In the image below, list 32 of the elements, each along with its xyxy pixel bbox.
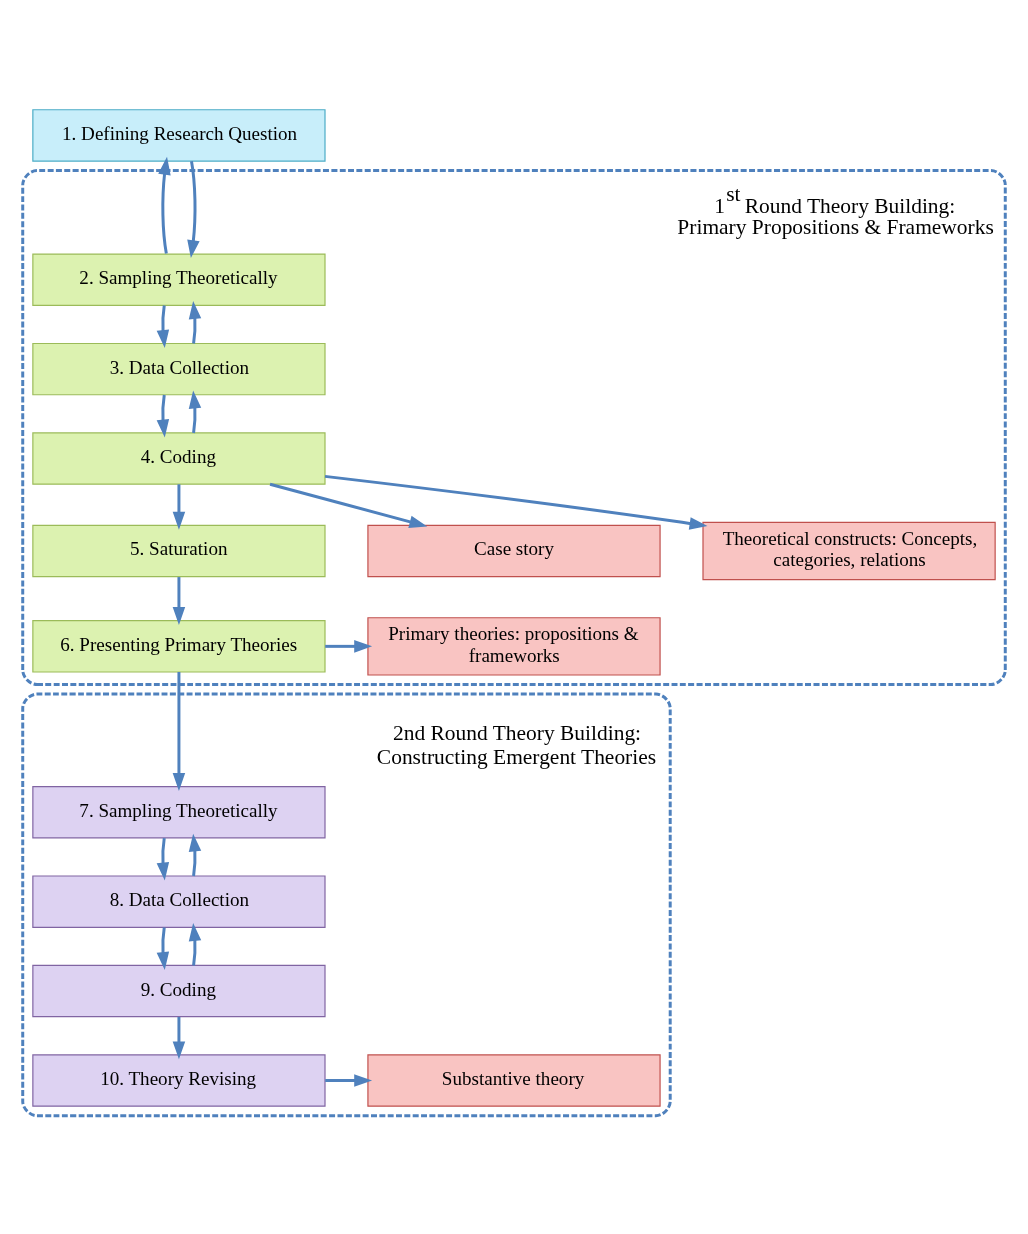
arrow <box>269 482 428 528</box>
node-box: 10. Theory Revising <box>32 1053 326 1107</box>
arrow <box>188 390 202 433</box>
node-box: Substantive theory <box>367 1053 661 1107</box>
arrow <box>325 639 373 653</box>
arrow <box>172 483 186 530</box>
arrow <box>172 671 186 791</box>
arrow <box>156 394 170 437</box>
arrow <box>156 926 170 970</box>
arrow <box>325 1073 373 1087</box>
arrow <box>188 300 202 344</box>
node-box: 1. Defining Research Question <box>32 108 326 162</box>
arrow <box>172 576 186 625</box>
node-box: 4. Coding <box>32 431 326 485</box>
arrow <box>324 474 708 530</box>
arrow <box>188 833 202 876</box>
node-box: Primary theories: propositions & frameworks <box>367 616 661 676</box>
node-box: 7. Sampling Theoretically <box>32 785 326 838</box>
node-box: 8. Data Collection <box>32 874 326 928</box>
node-box: 9. Coding <box>32 964 326 1017</box>
arrow <box>158 156 171 254</box>
node-box: 3. Data Collection <box>32 342 326 395</box>
arrow <box>156 304 170 348</box>
node-box: Case story <box>367 524 661 577</box>
node-box: 2. Sampling Theoretically <box>32 252 326 306</box>
arrow <box>172 1016 186 1059</box>
arrow <box>187 160 200 258</box>
node-box: 5. Saturation <box>32 524 326 577</box>
node-box: Theoretical constructs: Concepts, categories, relations <box>702 521 996 580</box>
arrow <box>188 922 202 966</box>
arrow <box>156 837 170 880</box>
node-box: 6. Presenting Primary Theories <box>32 619 326 673</box>
